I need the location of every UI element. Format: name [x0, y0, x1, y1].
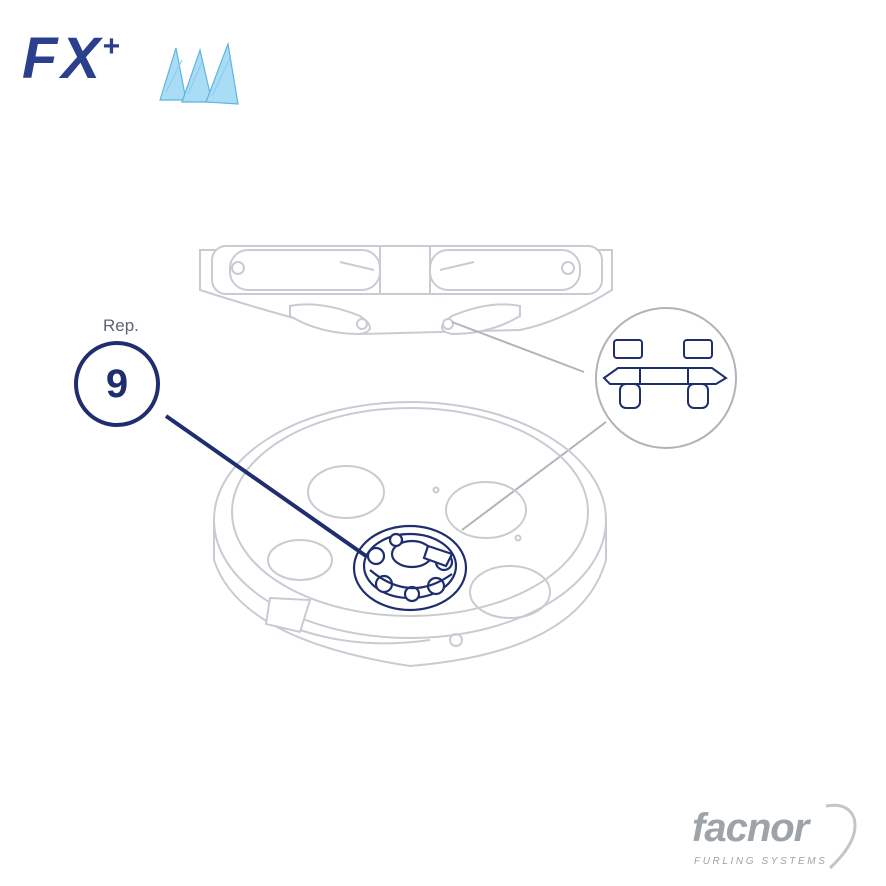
highlighted-part-rep-9: [352, 524, 468, 612]
brand-tagline: FURLING SYSTEMS: [694, 856, 828, 867]
fx-logo: FX+: [22, 30, 126, 88]
brand-name: facnor: [692, 806, 809, 850]
detail-fastener-icon: [602, 339, 728, 409]
rep-label: Rep.: [103, 316, 139, 335]
fx-logo-plus: +: [102, 30, 124, 63]
lower-drum-part: [213, 401, 607, 668]
brand-swoosh-icon: [825, 803, 857, 870]
upper-drum-part: [199, 245, 613, 336]
rep-number-badge: 9: [74, 341, 160, 427]
sails-icon: [159, 41, 239, 105]
detail-leader-line-upper: [451, 321, 585, 373]
fx-logo-text: FX: [22, 26, 105, 91]
callout-leader-line: [164, 414, 368, 558]
detail-leader-line-lower: [461, 421, 607, 531]
